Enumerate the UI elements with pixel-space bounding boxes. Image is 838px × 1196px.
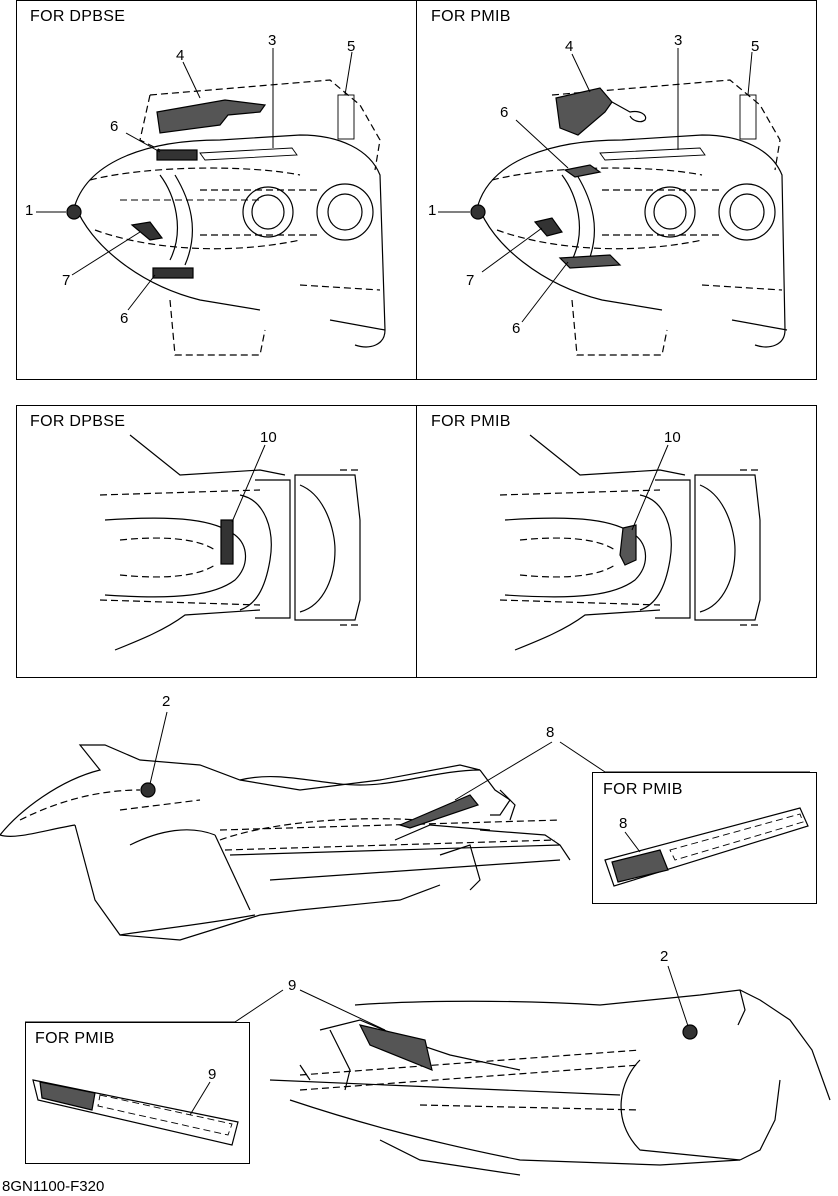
top-right-panel-title: FOR PMIB	[431, 8, 511, 25]
inset-9-title: FOR PMIB	[35, 1030, 115, 1047]
callout-10-mid-right: 10	[664, 429, 681, 446]
callout-7-top-right: 7	[466, 272, 475, 289]
callout-9-inset: 9	[208, 1066, 217, 1083]
mid-left-panel-title: FOR DPBSE	[30, 413, 126, 430]
callout-5-top-right: 5	[751, 38, 760, 55]
top-panels-divider	[416, 0, 417, 380]
mid-right-panel-title: FOR PMIB	[431, 413, 511, 430]
callout-6-upper-top-right: 6	[500, 104, 509, 121]
callout-2-lower-side: 2	[660, 948, 669, 965]
callout-4-top-left: 4	[176, 47, 185, 64]
callout-3-top-right: 3	[674, 32, 683, 49]
callout-6-upper-top-left: 6	[110, 118, 119, 135]
callout-1-top-right: 1	[428, 202, 437, 219]
callout-10-mid-left: 10	[260, 429, 277, 446]
callout-1-top-left: 1	[25, 202, 34, 219]
callout-8-inset: 8	[619, 815, 628, 832]
callout-4-top-right: 4	[565, 38, 574, 55]
inset-8-title: FOR PMIB	[603, 781, 683, 798]
callout-5-top-left: 5	[347, 38, 356, 55]
figure-code: 8GN1100-F320	[2, 1178, 105, 1195]
callout-7-top-left: 7	[62, 272, 71, 289]
callout-2-upper-side: 2	[162, 693, 171, 710]
callout-3-top-left: 3	[268, 32, 277, 49]
callout-9-lower-side: 9	[288, 977, 297, 994]
callout-6-lower-top-left: 6	[120, 310, 129, 327]
callout-6-lower-top-right: 6	[512, 320, 521, 337]
callout-8-upper-side: 8	[546, 724, 555, 741]
top-left-panel-title: FOR DPBSE	[30, 8, 126, 25]
middle-panels-divider	[416, 405, 417, 678]
